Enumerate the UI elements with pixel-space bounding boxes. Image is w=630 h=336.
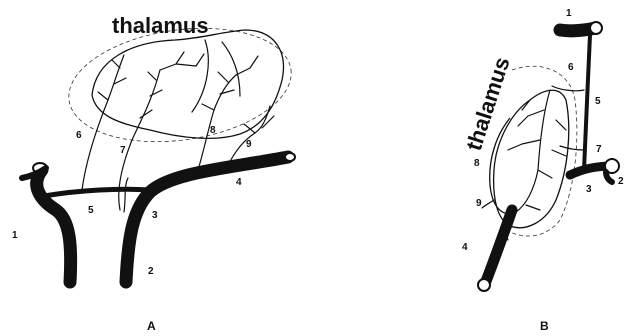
panel-a-number-3: 3	[152, 210, 158, 221]
panel-a-thalamus-body	[92, 30, 283, 138]
panel-a-vessel-4-cap	[285, 153, 295, 161]
panel-b-number-5: 5	[595, 96, 601, 107]
panel-b-branch-6	[552, 86, 584, 91]
panel-a-number-8: 8	[210, 125, 216, 136]
panel-a-diagram: thalamus 1 2 3 4 5 6 7 8 9 A	[12, 13, 299, 333]
panel-b-vessel-4-cap	[478, 279, 490, 291]
panel-b-number-9: 9	[476, 198, 482, 209]
panel-b-number-4: 4	[462, 242, 468, 253]
panel-b-vessel-4	[485, 210, 512, 284]
panel-a-number-7: 7	[120, 145, 126, 156]
panel-a-number-4: 4	[236, 177, 242, 188]
panel-a-vessel-5	[44, 189, 150, 196]
panel-b-small-branches	[508, 90, 566, 212]
panel-b-vessel-5	[584, 35, 590, 170]
panel-a-branch-3	[124, 178, 128, 212]
panel-a-number-1: 1	[12, 230, 18, 241]
panel-a-number-9: 9	[246, 139, 252, 150]
panel-b-thalamus-label: thalamus	[461, 54, 515, 154]
panel-a-vessel-1	[37, 170, 71, 282]
panel-b-thalamus-lobe	[490, 118, 512, 214]
panel-b-label: B	[540, 319, 549, 333]
panel-b-number-8: 8	[474, 158, 480, 169]
panel-a-thalamus-label: thalamus	[112, 13, 209, 38]
panel-a-number-5: 5	[88, 205, 94, 216]
panel-a-small-branches	[98, 40, 274, 133]
panel-b-number-7: 7	[596, 144, 602, 155]
panel-a-number-2: 2	[148, 266, 154, 277]
panel-b-number-3: 3	[586, 184, 592, 195]
panel-b-number-1: 1	[566, 8, 572, 19]
panel-b-branch-7	[560, 146, 584, 150]
panel-b-vessel-1-cap	[590, 22, 602, 34]
panel-a-branch-6	[82, 55, 124, 190]
panel-b-diagram: thalamus 1 2 3 4 5 6 7 8 9 B	[461, 8, 624, 333]
panel-a-vessel-2-4	[126, 157, 288, 282]
panel-b-number-6: 6	[568, 62, 574, 73]
panel-a-label: A	[147, 319, 156, 333]
panel-a-number-6: 6	[76, 130, 82, 141]
panel-b-number-2: 2	[618, 176, 624, 187]
panel-b-branch-9	[482, 200, 494, 208]
